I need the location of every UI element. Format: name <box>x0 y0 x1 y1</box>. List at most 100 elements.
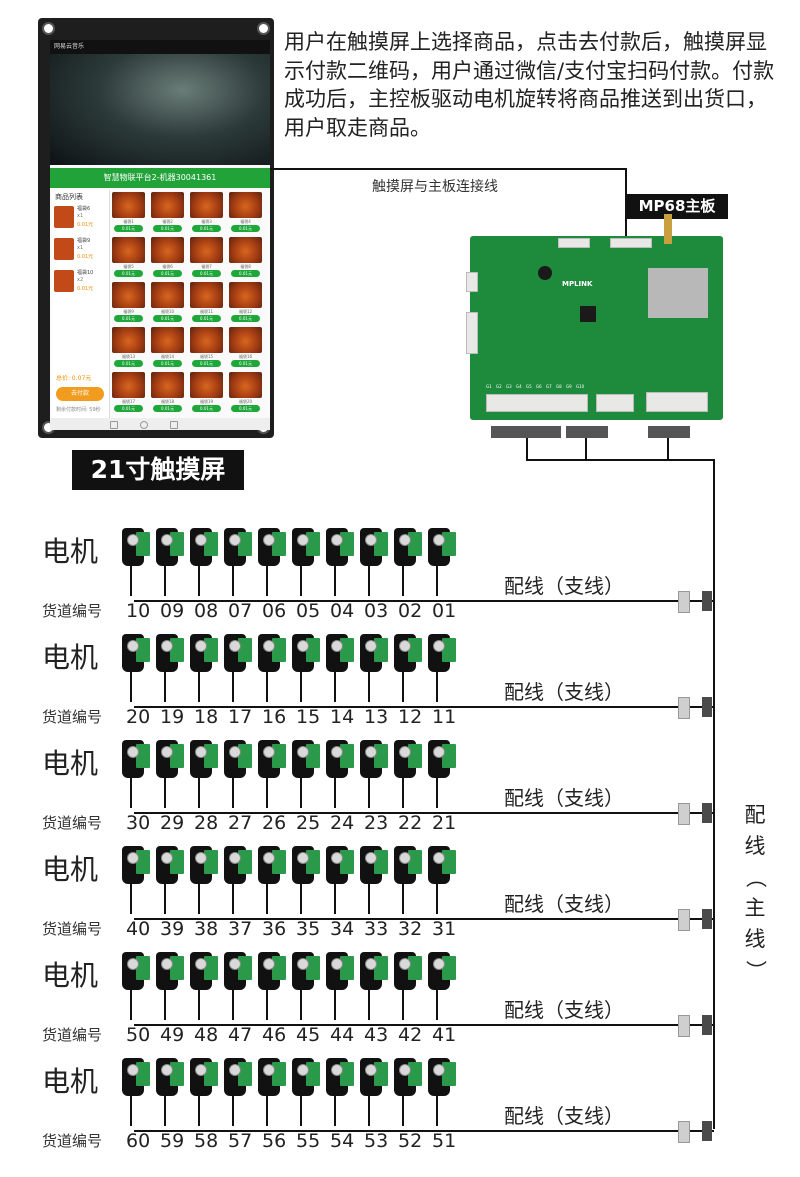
lane-number: 28 <box>194 812 219 834</box>
motor-gear-icon <box>127 1064 139 1076</box>
board-wire <box>667 438 669 460</box>
lane-number: 36 <box>262 918 287 940</box>
terminal-label: G3 <box>506 384 512 389</box>
cart-item-price: 0.01元 <box>77 222 94 228</box>
motor-wire <box>402 990 404 1020</box>
motor-wire <box>198 1096 200 1126</box>
main-line-label-char: 线 <box>744 927 766 951</box>
motor-board <box>204 850 218 874</box>
motor <box>120 634 150 702</box>
motor <box>324 528 354 596</box>
lane-number: 47 <box>228 1024 253 1046</box>
motor-gear-icon <box>263 1064 275 1076</box>
ad-video[interactable]: 网易云音乐 <box>50 40 270 165</box>
motor <box>222 952 252 1020</box>
motor-wire <box>130 566 132 596</box>
product-price: 0.01元 <box>231 315 260 322</box>
recent-apps-icon[interactable] <box>110 421 118 429</box>
motor <box>426 846 456 914</box>
home-icon[interactable] <box>140 421 148 429</box>
motor-board <box>340 638 354 662</box>
motor <box>256 740 286 808</box>
branch-label: 配线（支线） <box>504 892 624 916</box>
antenna-icon <box>664 214 672 244</box>
board-plug <box>566 426 608 438</box>
motor-board <box>136 956 150 980</box>
product-image <box>151 192 184 218</box>
lane-number: 52 <box>398 1130 423 1152</box>
motor <box>222 634 252 702</box>
motor-board <box>442 532 456 556</box>
cart-item[interactable]: 福袋10 x2 0.01元 <box>54 268 107 298</box>
motor-gear-icon <box>195 534 207 546</box>
cart-item[interactable]: 福袋6 x1 0.01元 <box>54 204 107 234</box>
motor-gear-icon <box>127 534 139 546</box>
motor <box>154 634 184 702</box>
motor-board <box>272 1062 286 1086</box>
lane-number: 21 <box>432 812 457 834</box>
motor <box>154 1058 184 1126</box>
motor-gear-icon <box>161 1064 173 1076</box>
motor-gear-icon <box>433 1064 445 1076</box>
lane-number: 33 <box>364 918 389 940</box>
motor <box>426 740 456 808</box>
mcu-chip <box>580 306 596 322</box>
motor-board <box>306 956 320 980</box>
pay-button[interactable]: 去付款 <box>56 387 104 401</box>
motor-board <box>238 744 252 768</box>
lane-number: 13 <box>364 706 389 728</box>
motor-gear-icon <box>127 958 139 970</box>
cart-title: 商品列表 <box>55 193 83 201</box>
product-image <box>112 327 145 353</box>
motor-board <box>170 1062 184 1086</box>
cart-item[interactable]: 福袋9 x1 0.01元 <box>54 236 107 266</box>
kiosk-label-background <box>72 450 244 490</box>
lane-number: 17 <box>228 706 253 728</box>
row-title: 电机 <box>42 641 99 674</box>
motor <box>392 528 422 596</box>
lane-number: 48 <box>194 1024 219 1046</box>
back-icon[interactable] <box>170 421 178 429</box>
motor-board <box>408 744 422 768</box>
screw-icon <box>42 22 55 35</box>
product-price: 0.01元 <box>114 225 143 232</box>
terminal-label: G9 <box>566 384 572 389</box>
motor <box>358 846 388 914</box>
motor-wire <box>300 884 302 914</box>
motor-wire <box>130 990 132 1020</box>
lane-number: 14 <box>330 706 355 728</box>
cart-item-name: 福袋10 <box>77 270 94 276</box>
motor-board <box>204 744 218 768</box>
product-image <box>229 327 262 353</box>
motor <box>426 1058 456 1126</box>
lane-number: 16 <box>262 706 287 728</box>
motor-board <box>170 850 184 874</box>
product-image <box>151 282 184 308</box>
motor-wire <box>232 672 234 702</box>
motor-board <box>136 638 150 662</box>
branch-label: 配线（支线） <box>504 1104 624 1128</box>
motor <box>324 952 354 1020</box>
motor-board <box>374 850 388 874</box>
product-price: 0.01元 <box>192 270 221 277</box>
